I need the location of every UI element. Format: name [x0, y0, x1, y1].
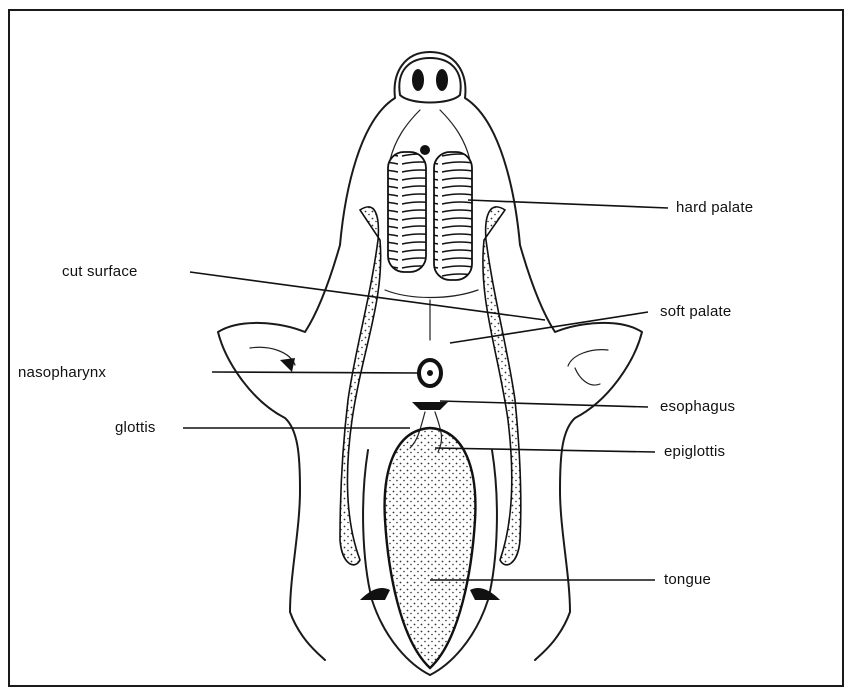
tongue-shape	[360, 428, 500, 675]
label-nasopharynx: nasopharynx	[18, 364, 106, 381]
label-epiglottis: epiglottis	[664, 443, 725, 460]
cut-surface-right	[483, 207, 521, 565]
label-glottis: glottis	[115, 419, 156, 436]
label-cut-surface: cut surface	[62, 263, 138, 280]
label-tongue: tongue	[664, 571, 711, 588]
label-soft-palate: soft palate	[660, 303, 731, 320]
label-esophagus: esophagus	[660, 398, 735, 415]
soft-palate-region	[385, 290, 478, 340]
label-hard-palate: hard palate	[676, 199, 753, 216]
cheek-details	[250, 347, 608, 385]
hard-palate-shape	[388, 110, 472, 280]
cut-surface-left	[340, 207, 381, 565]
nasopharynx-opening	[419, 360, 441, 386]
